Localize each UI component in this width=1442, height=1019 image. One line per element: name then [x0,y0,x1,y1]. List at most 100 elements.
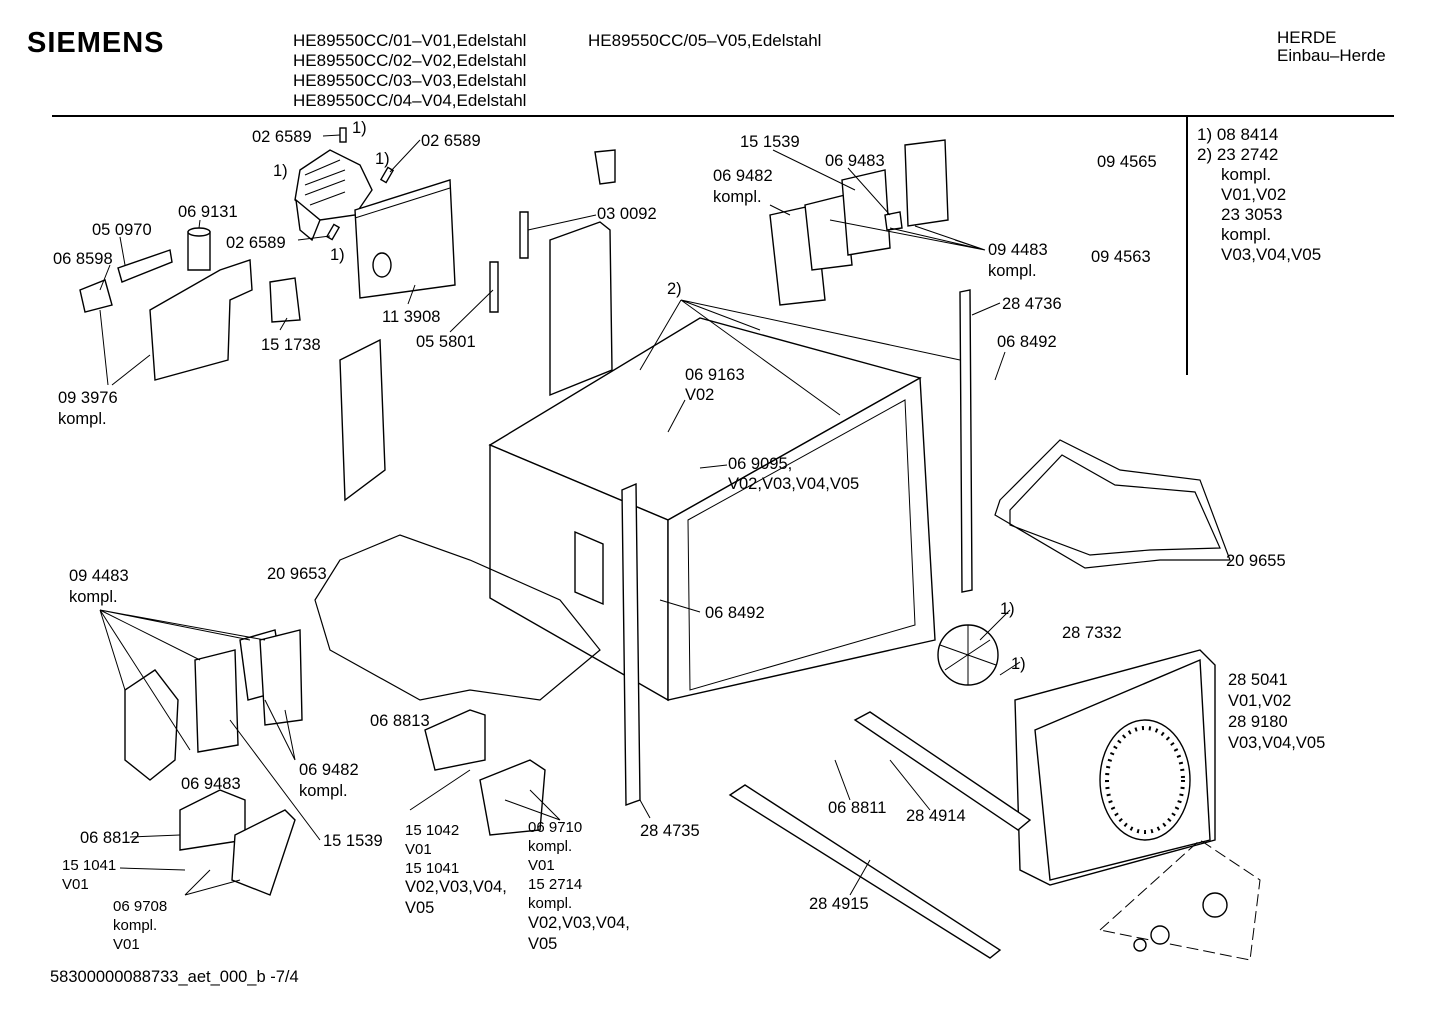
part-label: V01,V02 [1228,692,1292,710]
part-label: 06 8492 [997,333,1057,351]
category: HERDE [1277,28,1337,47]
note-marker: 1) [1000,600,1015,618]
part-label: 06 8811 [828,799,887,817]
lamp-housing [904,139,949,227]
part-label: 06 8598 [53,250,113,268]
transformer [269,277,301,323]
part-label: V02,V03,V04, [405,878,507,896]
part-label: 09 4563 [1091,248,1151,266]
part-label: 28 7332 [1062,624,1122,642]
part-label: 28 9180 [1228,713,1288,731]
category-block: HERDE Einbau–Herde [1277,29,1386,65]
part-label: 02 6589 [226,234,286,252]
note: 1) 08 8414 [1197,125,1279,144]
tube-part [489,261,499,313]
clip-part [339,127,347,143]
lamp-unit [124,669,179,781]
side-rail [959,289,973,593]
telescopic-rail [728,784,1002,959]
part-label: 03 0092 [597,205,657,223]
leader-lines [99,134,1021,896]
part-label: 15 1041 [62,857,117,874]
note: V03,V04,V05 [1221,245,1322,264]
part-label: 06 9708 [113,898,168,915]
model: HE89550CC/02–V02,Edelstahl [293,51,527,70]
part-label: 20 9655 [1226,552,1286,570]
part-label: kompl. [528,895,573,912]
lamp-gasket [194,649,239,753]
top-heater [994,439,1231,569]
part-label: 09 4483 [988,241,1048,259]
part-label: V05 [528,935,558,953]
mounting-plate [354,179,456,299]
notes-divider [1186,117,1188,375]
note-marker: 1) [1011,655,1026,673]
note-marker: 1) [352,119,367,137]
convection-motor [294,149,373,242]
terminal-block [117,249,173,283]
header-divider [52,115,1394,117]
tube-part [519,211,529,259]
part-label: V03,V04,V05 [1228,734,1326,752]
siemens-logo: SIEMENS [27,27,165,59]
oven-cavity [488,317,936,806]
part-label: 06 9095, [728,455,793,473]
part-label: kompl. [528,838,573,855]
part-label: V01 [528,857,555,874]
note: 23 3053 [1221,205,1283,224]
part-label: 06 9483 [181,775,241,793]
part-label: 28 4915 [809,895,869,913]
part-label: V01 [62,876,89,893]
footnotes: 1) 08 8414 2) 23 2742 kompl. V01,V02 23 … [1197,125,1321,265]
part-label: V01 [405,841,432,858]
side-rail [621,482,641,806]
clip-part [325,223,341,241]
part-label: 06 9483 [825,152,885,170]
part-label: 06 9482 [713,167,773,185]
note: kompl. [1221,165,1272,184]
note: 2) 23 2742 [1197,145,1279,164]
note: V01,V02 [1221,185,1287,204]
control-bracket [149,259,253,381]
part-label: V02,V03,V04, [528,914,630,932]
note-marker: 1) [273,162,288,180]
part-label: 20 9653 [267,565,327,583]
model: HE89550CC/03–V03,Edelstahl [293,71,527,90]
fan-cover [1014,649,1216,886]
part-label: 28 4914 [906,807,966,825]
part-label: 05 0970 [92,221,152,239]
model: HE89550CC/05–V05,Edelstahl [588,31,822,50]
part-label: kompl. [299,782,348,800]
note: kompl. [1221,225,1272,244]
model-list-2: HE89550CC/05–V05,Edelstahl [588,31,821,51]
note-marker: 1) [375,150,390,168]
part-label: 09 4565 [1097,153,1157,171]
door-switch-bracket [479,759,546,836]
capacitor [187,231,211,271]
part-label: 06 8492 [705,604,765,622]
part-label: V01 [113,936,140,953]
part-label: kompl. [58,410,107,428]
part-label: kompl. [113,917,158,934]
switch-housing [179,789,246,851]
part-label: 06 9482 [299,761,359,779]
part-label: 15 1041 [405,860,460,877]
part-label: 15 1539 [323,832,383,850]
part-label: V02 [685,386,715,404]
telescopic-rail [853,711,1032,831]
document-id: 58300000088733_aet_000_b -7/4 [50,968,299,986]
side-bracket [549,221,613,397]
part-label: kompl. [69,588,118,606]
part-label: 05 5801 [416,333,476,351]
sensor-part [594,149,616,185]
detail-outline [1098,839,1261,961]
part-label: 28 4735 [640,822,700,840]
part-label: 09 3976 [58,389,118,407]
switch-housing [424,709,486,771]
part-label: 15 1738 [261,336,321,354]
part-label: 06 8813 [370,712,430,730]
note-marker: 2) [667,280,682,298]
part-label: kompl. [713,188,762,206]
part-label: 06 9131 [178,203,238,221]
model-list-1: HE89550CC/01–V01,Edelstahl HE89550CC/02–… [293,31,526,111]
